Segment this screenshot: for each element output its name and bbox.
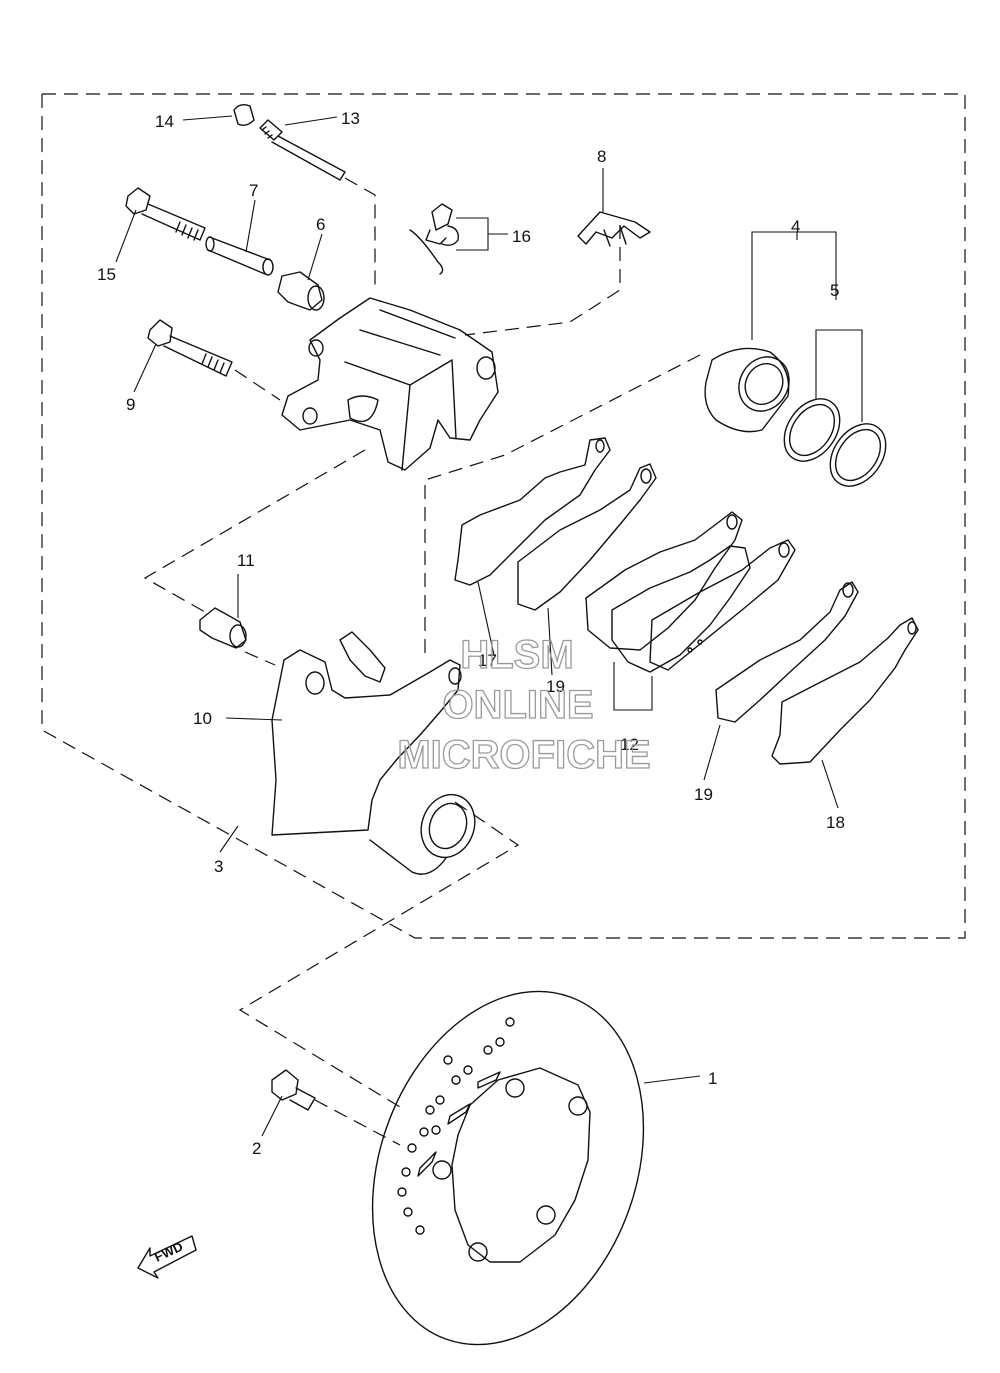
callout-1: 1 — [708, 1069, 717, 1088]
callout-17: 17 — [478, 651, 497, 670]
clip-8 — [577, 211, 651, 247]
fwd-arrow-icon — [137, 1235, 197, 1279]
callout-19b: 19 — [694, 785, 713, 804]
pads-12 — [585, 511, 796, 673]
pad-19-right — [715, 581, 859, 723]
shim-17 — [454, 437, 611, 586]
watermark-line-2: ONLINE — [442, 683, 593, 727]
callout-9: 9 — [126, 395, 135, 414]
bolt-2 — [271, 1069, 316, 1111]
pin-cap — [233, 103, 255, 127]
assembly-guides — [143, 177, 701, 1146]
callout-15: 15 — [97, 265, 116, 284]
caliper-body — [281, 297, 499, 471]
callout-7: 7 — [249, 181, 258, 200]
bleeder-16 — [409, 203, 459, 275]
watermark-line-1: HLSM — [460, 633, 573, 677]
assembly-boundary — [41, 93, 966, 939]
callouts: 1 2 3 4 5 6 7 8 9 10 11 12 13 14 15 16 1… — [97, 109, 845, 1158]
callout-4: 4 — [791, 217, 800, 236]
callout-18: 18 — [826, 813, 845, 832]
callout-14: 14 — [155, 112, 174, 131]
shim-18 — [771, 617, 919, 765]
callout-5: 5 — [830, 281, 839, 300]
bolt-9 — [147, 319, 233, 377]
brake-disc — [371, 990, 645, 1346]
bolt-15 — [125, 187, 206, 241]
fwd-label: FWD — [152, 1239, 185, 1265]
bush-11 — [199, 607, 247, 649]
bracket-10 — [271, 631, 476, 875]
callout-13: 13 — [341, 109, 360, 128]
sleeve-7 — [205, 236, 274, 276]
callout-3: 3 — [214, 857, 223, 876]
seals-5 — [783, 398, 887, 487]
watermark: HLSM ONLINE MICROFICHE — [397, 632, 652, 777]
piston-4 — [704, 347, 790, 433]
callout-6: 6 — [316, 215, 325, 234]
pad-19-left — [517, 463, 657, 611]
callout-11: 11 — [237, 551, 255, 570]
watermark-line-3: MICROFICHE — [397, 733, 650, 777]
callout-2: 2 — [252, 1139, 261, 1158]
callout-12: 12 — [620, 735, 639, 754]
callout-10: 10 — [193, 709, 212, 728]
callout-19a: 19 — [546, 677, 565, 696]
leader-lines — [115, 115, 863, 1137]
boot-6 — [277, 271, 325, 311]
caliper-pin — [259, 119, 346, 181]
callout-16: 16 — [512, 227, 531, 246]
callout-8: 8 — [597, 147, 606, 166]
